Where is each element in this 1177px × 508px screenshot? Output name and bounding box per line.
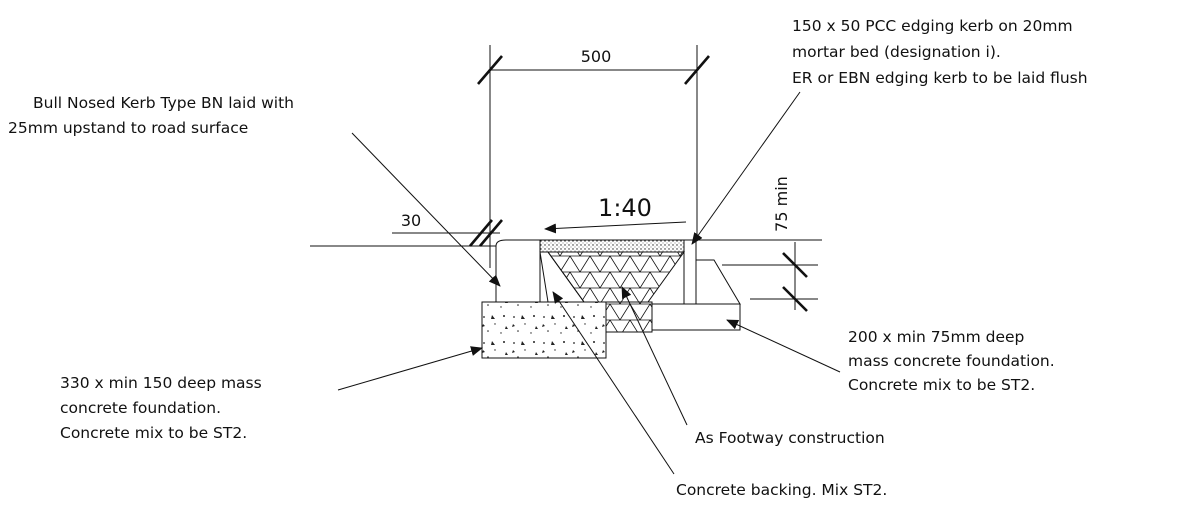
concrete-backing <box>539 251 585 303</box>
leader-large-foundation <box>337 346 483 391</box>
dimension-30-label: 30 <box>401 211 421 230</box>
note-concrete-backing: Concrete backing. Mix ST2. <box>676 481 887 499</box>
note-edging-kerb: 150 x 50 PCC edging kerb on 20mm mortar … <box>792 17 1088 87</box>
dim-500-tick-right <box>684 55 710 85</box>
note-small-foundation-line-2: mass concrete foundation. <box>848 352 1055 370</box>
dim-75-tick-top <box>782 252 808 278</box>
slope-label: 1:40 <box>598 194 652 222</box>
leader-footway <box>621 286 688 426</box>
note-edging-kerb-line-1: 150 x 50 PCC edging kerb on 20mm <box>792 17 1073 35</box>
dimension-75min-label: 75 min <box>772 176 791 232</box>
note-small-foundation-line-1: 200 x min 75mm deep <box>848 328 1024 346</box>
slope-arrow <box>544 221 687 234</box>
leader-small-foundation <box>726 319 841 373</box>
large-foundation-block <box>481 301 607 359</box>
small-foundation-block <box>651 303 741 331</box>
dim-30-tick-a <box>469 219 493 247</box>
dim-75-tick-bottom <box>782 286 808 312</box>
note-small-foundation-line-3: Concrete mix to be ST2. <box>848 376 1035 394</box>
note-large-foundation: 330 x min 150 deep mass concrete foundat… <box>60 374 262 442</box>
dim-30-tick-b <box>479 219 503 247</box>
leader-bull-nosed-kerb <box>351 132 501 287</box>
note-bull-nosed-kerb-line-2: 25mm upstand to road surface <box>8 119 248 137</box>
edging-haunch <box>695 259 741 305</box>
dimension-500-label: 500 <box>581 47 612 66</box>
footway-surface-course <box>539 239 685 253</box>
note-footway-construction: As Footway construction <box>695 429 885 447</box>
footway-subbase <box>547 251 685 303</box>
note-bull-nosed-kerb-line-1: Bull Nosed Kerb Type BN laid with <box>33 94 294 112</box>
leader-edging-kerb <box>691 91 801 245</box>
note-edging-kerb-line-2: mortar bed (designation i). <box>792 43 1001 61</box>
bull-nosed-kerb <box>495 239 541 303</box>
note-bull-nosed-kerb: Bull Nosed Kerb Type BN laid with 25mm u… <box>8 94 294 137</box>
note-large-foundation-line-1: 330 x min 150 deep mass <box>60 374 262 392</box>
dim-500-tick-left <box>477 55 503 85</box>
note-large-foundation-line-2: concrete foundation. <box>60 399 221 417</box>
edging-kerb <box>683 239 697 305</box>
note-edging-kerb-line-3: ER or EBN edging kerb to be laid flush <box>792 69 1088 87</box>
leader-backing <box>552 291 675 475</box>
note-large-foundation-line-3: Concrete mix to be ST2. <box>60 424 247 442</box>
footway-subbase-lower <box>605 301 653 333</box>
note-small-foundation: 200 x min 75mm deep mass concrete founda… <box>848 328 1055 394</box>
